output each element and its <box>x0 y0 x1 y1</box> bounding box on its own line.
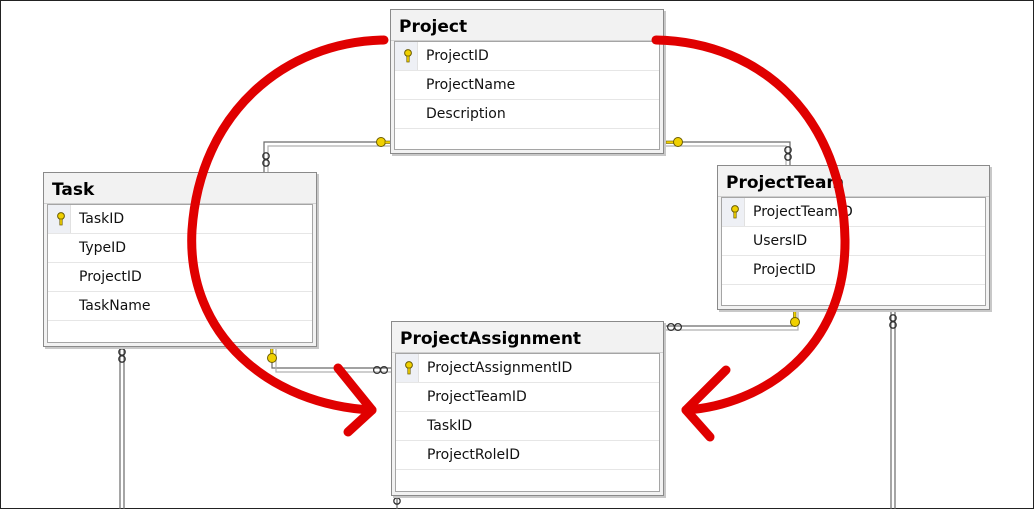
column-row[interactable]: ProjectID <box>48 263 312 292</box>
column-name: TaskID <box>427 418 473 434</box>
column-row[interactable]: ProjectID <box>722 256 985 285</box>
column-row[interactable]: ProjectName <box>395 71 659 100</box>
table-title: Project <box>391 10 663 41</box>
column-name: Description <box>426 106 506 122</box>
column-name: ProjectID <box>426 48 489 64</box>
table-title: ProjectAssignment <box>392 322 663 353</box>
column-name: ProjectID <box>79 269 142 285</box>
column-name: TypeID <box>79 240 127 256</box>
column-row[interactable]: UsersID <box>722 227 985 256</box>
column-name: ProjectAssignmentID <box>427 360 573 376</box>
column-row[interactable]: ProjectRoleID <box>396 441 659 470</box>
column-row[interactable]: TypeID <box>48 234 312 263</box>
key-icon <box>57 212 65 226</box>
key-icon <box>405 361 413 375</box>
column-name: ProjectTeamID <box>427 389 527 405</box>
column-row[interactable]: ProjectTeamID <box>396 383 659 412</box>
column-row[interactable]: TaskID <box>48 205 312 234</box>
column-name: UsersID <box>753 233 808 249</box>
column-grid: TaskID TypeID ProjectID TaskName <box>47 204 313 343</box>
key-icon <box>731 205 739 219</box>
column-row[interactable]: Description <box>395 100 659 129</box>
column-grid: ProjectTeamID UsersID ProjectID <box>721 197 986 306</box>
key-icon <box>404 49 412 63</box>
column-name: ProjectTeamID <box>753 204 853 220</box>
table-task[interactable]: Task TaskID TypeID ProjectID TaskName <box>43 172 317 347</box>
table-project[interactable]: Project ProjectID ProjectName Descriptio… <box>390 9 664 154</box>
column-name: TaskID <box>79 211 125 227</box>
column-grid: ProjectID ProjectName Description <box>394 41 660 150</box>
column-row[interactable]: TaskID <box>396 412 659 441</box>
column-row[interactable]: ProjectAssignmentID <box>396 354 659 383</box>
table-projectassignment[interactable]: ProjectAssignment ProjectAssignmentID Pr… <box>391 321 664 496</box>
column-name: ProjectID <box>753 262 816 278</box>
table-projectteam[interactable]: ProjectTeam ProjectTeamID UsersID Projec… <box>717 165 990 310</box>
table-title: Task <box>44 173 316 204</box>
table-title: ProjectTeam <box>718 166 989 197</box>
column-row[interactable]: TaskName <box>48 292 312 321</box>
column-row[interactable]: ProjectTeamID <box>722 198 985 227</box>
column-name: ProjectRoleID <box>427 447 520 463</box>
column-name: ProjectName <box>426 77 516 93</box>
column-name: TaskName <box>79 298 151 314</box>
column-grid: ProjectAssignmentID ProjectTeamID TaskID… <box>395 353 660 492</box>
column-row[interactable]: ProjectID <box>395 42 659 71</box>
